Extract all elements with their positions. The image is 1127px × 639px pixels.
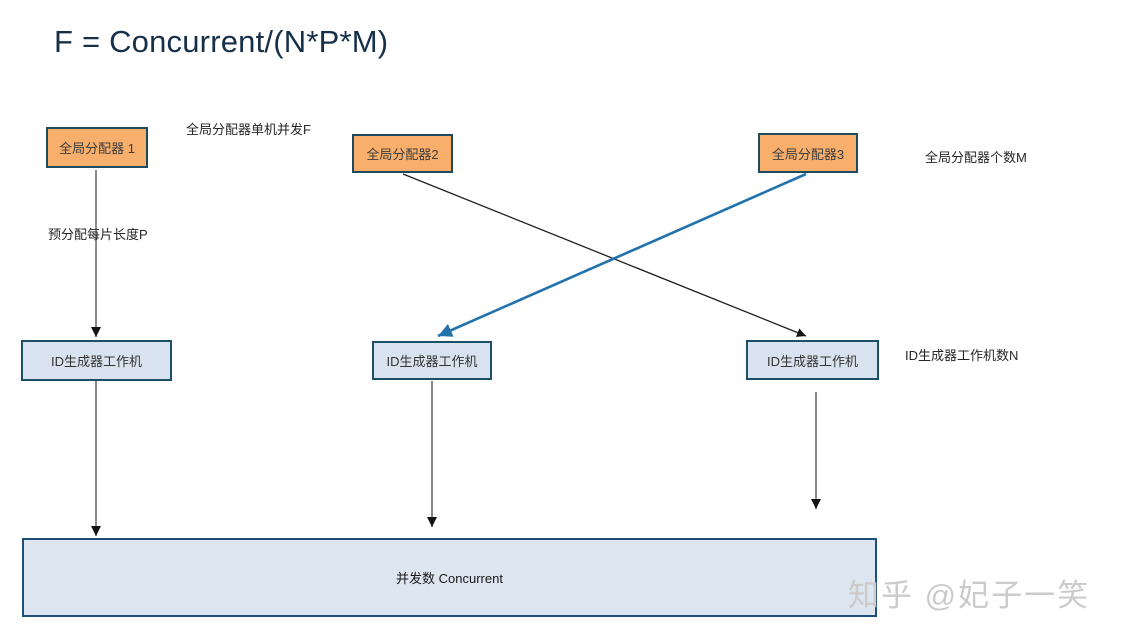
watermark: 知乎 @妃子一笑 <box>848 578 1091 613</box>
annotation-single-machine-concurrency: 全局分配器单机并发F <box>186 122 311 137</box>
allocator-2-box: 全局分配器2 <box>352 134 453 173</box>
allocator-3-label: 全局分配器3 <box>771 146 845 162</box>
annotation-preallocation-length: 预分配每片长度P <box>48 227 148 242</box>
concurrent-box: 并发数 Concurrent <box>22 538 877 617</box>
allocator-1-label: 全局分配器 1 <box>59 141 135 156</box>
arrow-allocator2-to-worker3 <box>402 173 807 337</box>
formula-title: F = Concurrent/(N*P*M) <box>54 24 389 59</box>
annotation-worker-count: ID生成器工作机数N <box>905 348 1019 363</box>
worker-3-label: ID生成器工作机 <box>766 353 858 369</box>
arrow-allocator3-to-worker2 <box>437 172 807 338</box>
worker-2-box: ID生成器工作机 <box>372 341 492 380</box>
annotation-allocator-count: 全局分配器个数M <box>925 150 1027 165</box>
allocator-2-label: 全局分配器2 <box>366 147 439 162</box>
allocator-3-box: 全局分配器3 <box>758 133 858 173</box>
concurrent-label: 并发数 Concurrent <box>396 571 503 586</box>
worker-1-box: ID生成器工作机 <box>21 340 172 381</box>
worker-2-label: ID生成器工作机 <box>386 354 478 369</box>
worker-3-box: ID生成器工作机 <box>746 340 879 380</box>
allocator-1-box: 全局分配器 1 <box>46 127 148 168</box>
worker-1-label: ID生成器工作机 <box>50 354 142 369</box>
